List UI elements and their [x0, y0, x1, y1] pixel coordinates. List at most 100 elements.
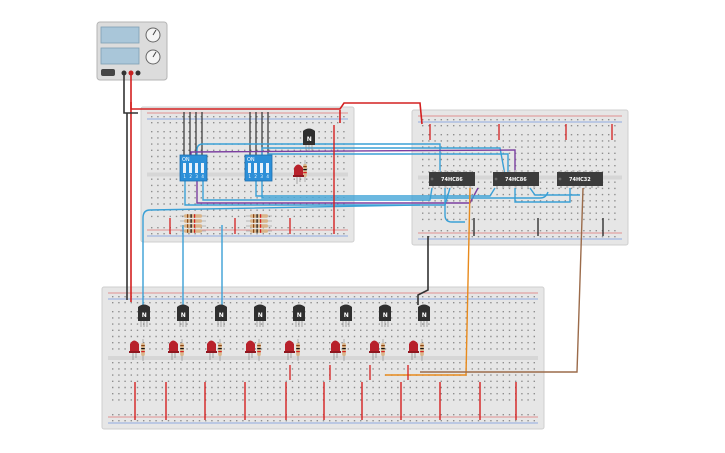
resistor[interactable] [141, 339, 145, 361]
wire-blue-4[interactable] [202, 178, 433, 201]
led[interactable] [293, 164, 304, 185]
dip-toggle[interactable] [266, 163, 269, 173]
npn-transistor[interactable]: N [215, 304, 227, 328]
power-supply[interactable] [96, 21, 168, 81]
ic-chip-body [429, 172, 475, 186]
ic-chip-body [557, 172, 603, 186]
npn-transistor-body [293, 304, 305, 321]
resistor-body [184, 214, 202, 218]
resistor-body [180, 343, 184, 356]
breadboard-bottom[interactable] [101, 286, 545, 430]
resistor[interactable] [303, 160, 307, 182]
wire-blue-10[interactable] [444, 188, 465, 223]
led[interactable] [284, 340, 295, 361]
resistor-body [184, 219, 202, 223]
wire-blue-6[interactable] [255, 178, 496, 197]
resistor[interactable] [246, 224, 272, 228]
led[interactable] [408, 340, 419, 361]
led-body [294, 164, 303, 176]
resistor[interactable] [180, 224, 206, 228]
terminal-ground[interactable] [135, 70, 141, 76]
resistor-body [296, 343, 300, 356]
led[interactable] [369, 340, 380, 361]
resistor-body [303, 164, 307, 177]
resistor[interactable] [180, 214, 206, 218]
dip-number: 3 [260, 174, 263, 179]
npn-transistor[interactable]: N [177, 304, 189, 328]
ic-chip[interactable]: 74HC32 [557, 170, 603, 188]
resistor-body [218, 343, 222, 356]
led-body [169, 340, 178, 352]
npn-transistor-label: N [258, 312, 263, 319]
resistor[interactable] [246, 214, 272, 218]
resistor[interactable] [257, 339, 261, 361]
resistor[interactable] [381, 339, 385, 361]
dip-toggle[interactable] [189, 163, 192, 173]
npn-transistor[interactable]: N [340, 304, 352, 328]
wire-blue-9[interactable] [529, 187, 580, 196]
resistor[interactable] [180, 229, 206, 233]
resistor[interactable] [420, 339, 424, 361]
dip-number: 2 [189, 174, 192, 179]
wire-orange[interactable] [385, 187, 471, 376]
npn-transistor[interactable]: N [418, 304, 430, 328]
resistor[interactable] [296, 339, 300, 361]
dip-toggle[interactable] [183, 163, 186, 173]
wire-red-top-bridge[interactable] [130, 102, 423, 125]
npn-transistor[interactable]: N [379, 304, 391, 328]
resistor[interactable] [342, 339, 346, 361]
npn-transistor[interactable]: N [254, 304, 266, 328]
wires [123, 75, 584, 376]
npn-transistor[interactable]: N [138, 304, 150, 328]
led[interactable] [129, 340, 140, 361]
led[interactable] [206, 340, 217, 361]
npn-transistor-body [379, 304, 391, 321]
wire-blue-out-1[interactable] [142, 204, 421, 305]
wire-blue-7[interactable] [261, 178, 549, 199]
ic-chip-label: 74HC86 [441, 177, 463, 183]
resistor-body [420, 343, 424, 356]
npn-transistor-body [138, 304, 150, 321]
resistor-body [250, 219, 268, 223]
current-display [100, 47, 140, 65]
terminal-negative[interactable] [121, 70, 127, 76]
resistor-body [184, 224, 202, 228]
ic-notch [430, 177, 434, 181]
ic-chip[interactable]: 74HC86 [493, 170, 539, 188]
resistor-body [250, 214, 268, 218]
npn-transistor-body [215, 304, 227, 321]
wire-blue-2[interactable] [261, 147, 506, 176]
dip-toggle[interactable] [260, 163, 263, 173]
wire-blue-1[interactable] [196, 143, 441, 175]
resistor-body [342, 343, 346, 356]
terminal-positive[interactable] [128, 70, 134, 76]
resistor[interactable] [246, 219, 272, 223]
voltage-display [100, 26, 140, 44]
resistor-body [250, 229, 268, 233]
wire-black-psu[interactable] [123, 75, 138, 114]
npn-transistor[interactable]: N [293, 304, 305, 328]
wire-brown[interactable] [420, 187, 584, 373]
led-body [409, 340, 418, 352]
power-switch[interactable] [101, 69, 115, 76]
dip-toggle[interactable] [248, 163, 251, 173]
led[interactable] [330, 340, 341, 361]
resistor-body [141, 343, 145, 356]
npn-transistor-body [303, 128, 315, 145]
resistor[interactable] [218, 339, 222, 361]
dip-toggle[interactable] [195, 163, 198, 173]
led[interactable] [168, 340, 179, 361]
resistor[interactable] [180, 219, 206, 223]
wire-black-right[interactable] [417, 236, 429, 305]
led[interactable] [245, 340, 256, 361]
resistor[interactable] [180, 339, 184, 361]
npn-transistor[interactable]: N [303, 128, 315, 152]
dip-toggle[interactable] [254, 163, 257, 173]
ic-chip[interactable]: 74HC86 [429, 170, 475, 188]
led-body [331, 340, 340, 352]
dip-toggle[interactable] [201, 163, 204, 173]
resistor[interactable] [246, 229, 272, 233]
center-channel [108, 356, 538, 360]
